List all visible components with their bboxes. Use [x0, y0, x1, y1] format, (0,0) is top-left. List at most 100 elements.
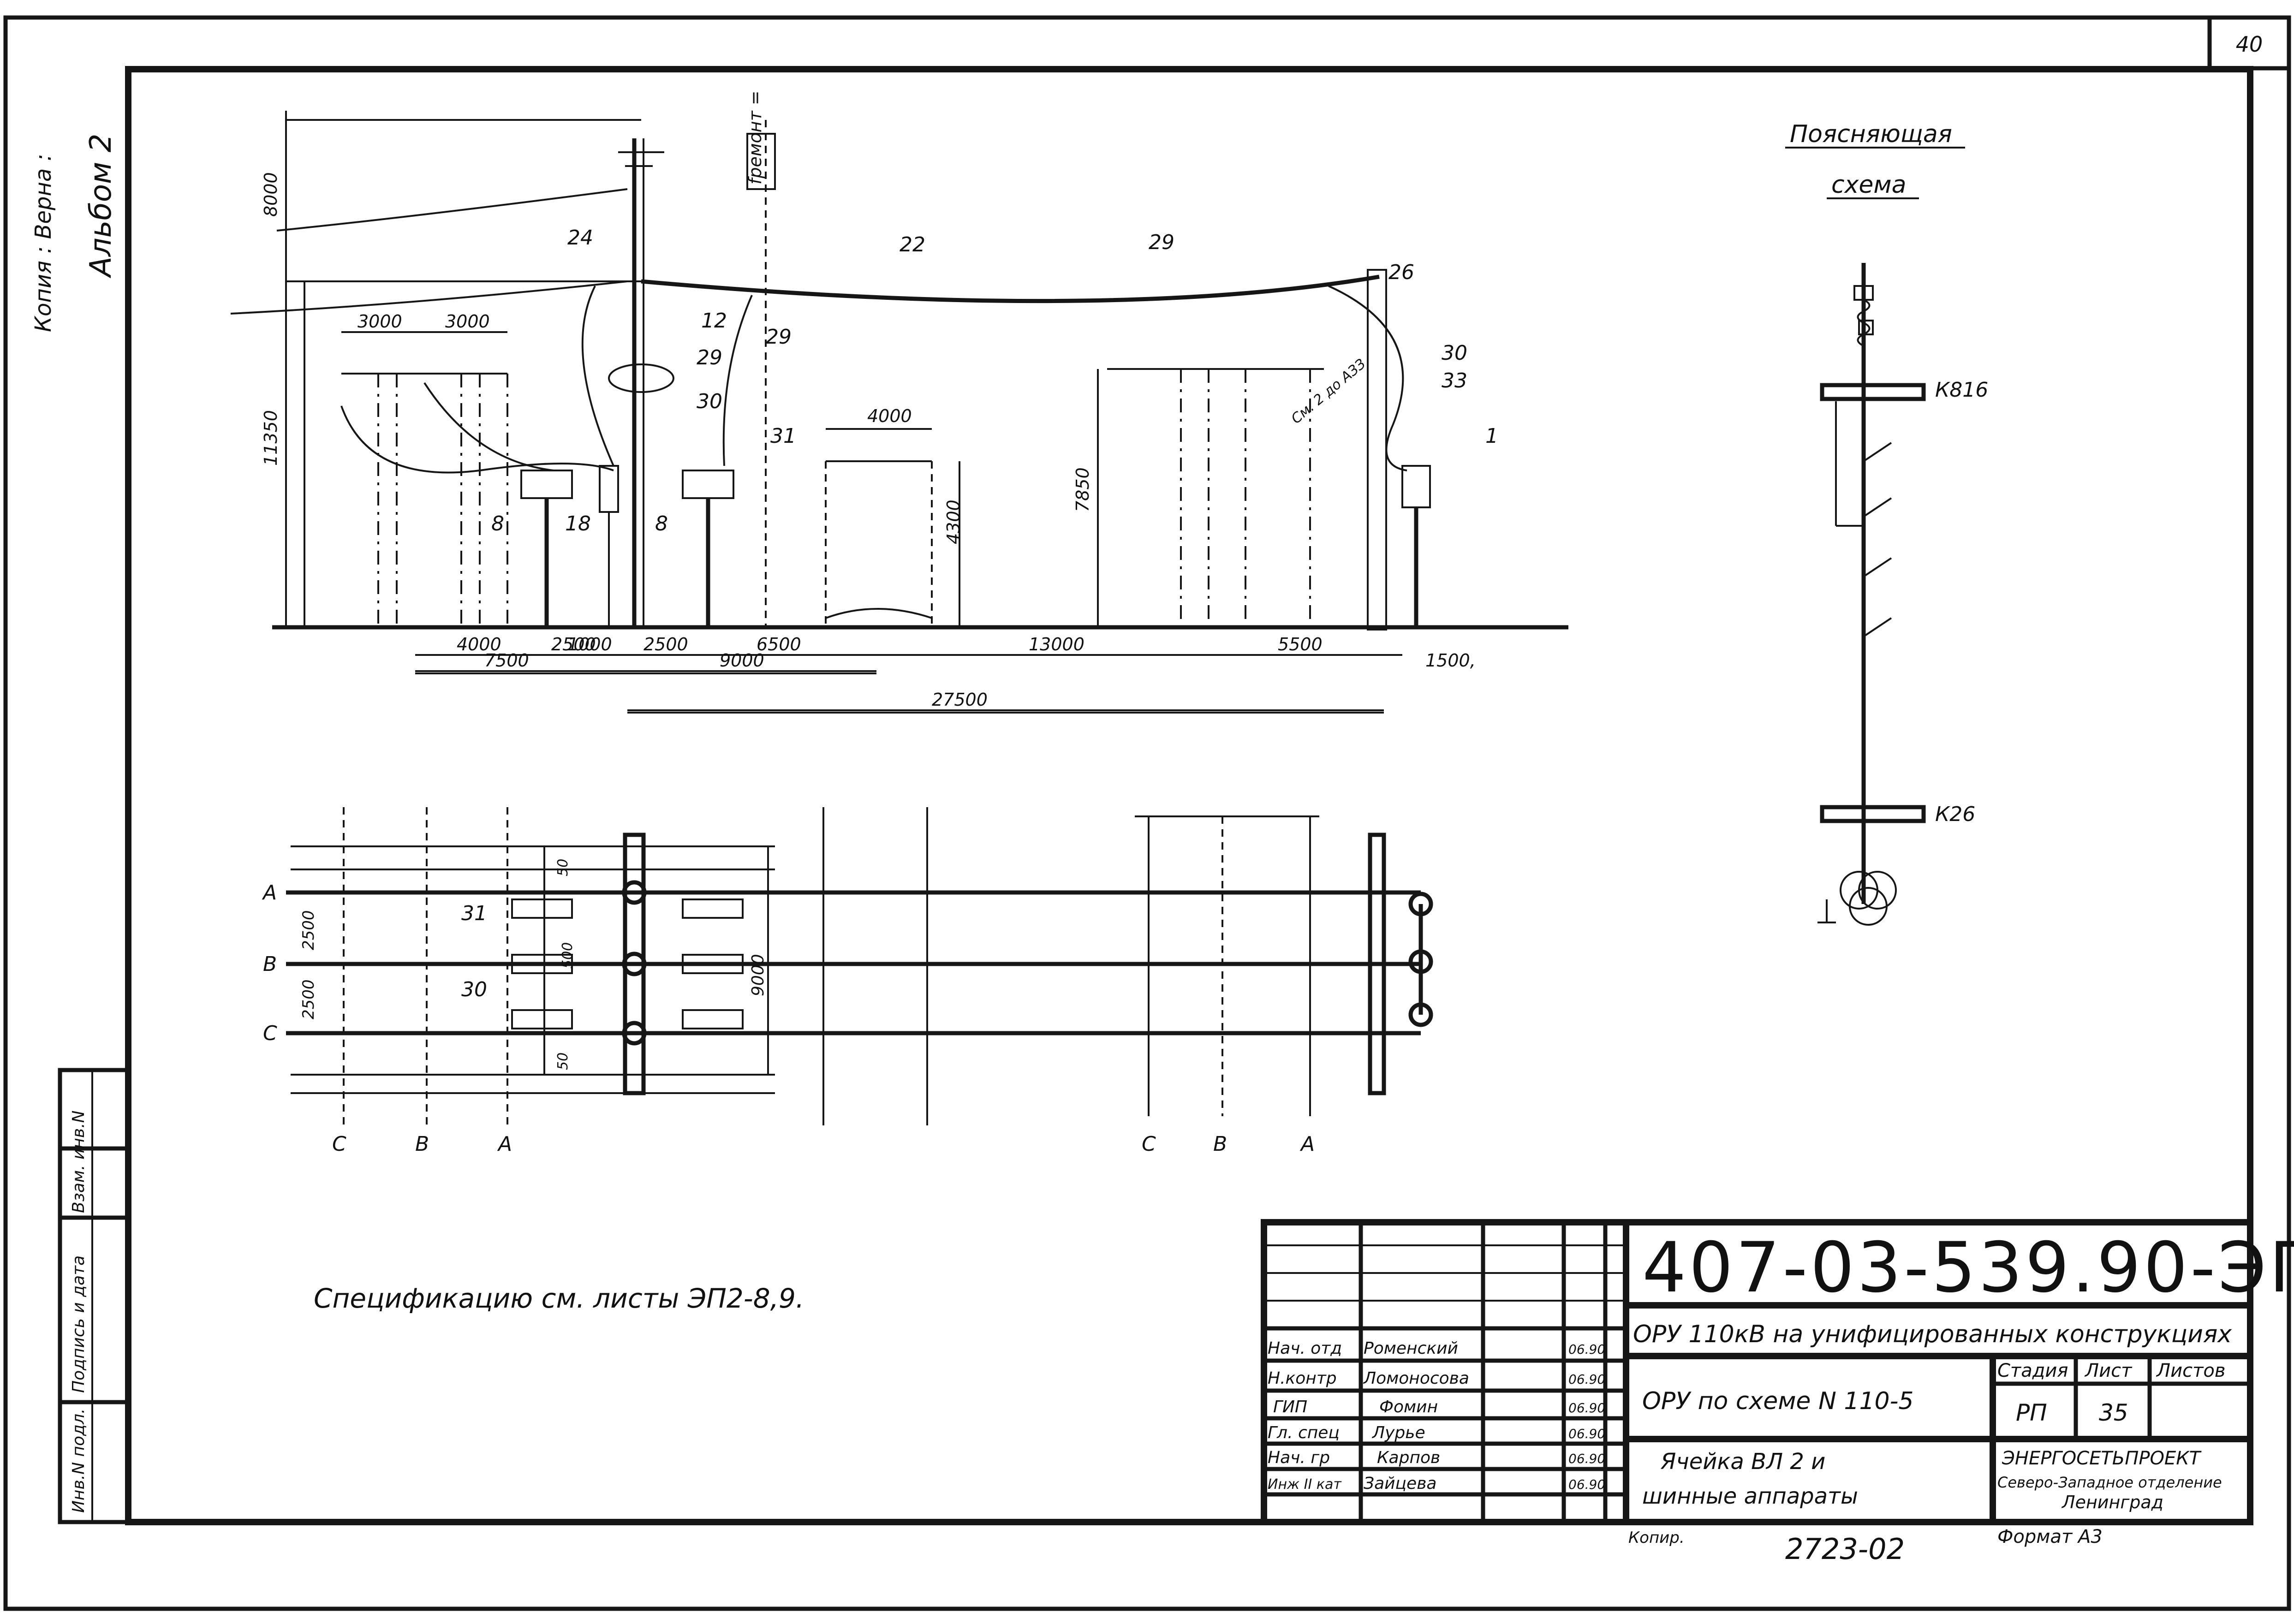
- bottom-right-c: С: [1142, 1132, 1156, 1156]
- scheme-title-1: Поясняющая: [1790, 120, 1952, 148]
- left-stamp-strip: Инв.N подл. Подпись и дата Взам. инв.N: [58, 1068, 131, 1524]
- role-0: Нач. отд: [1268, 1339, 1342, 1358]
- bus-k816: [1820, 383, 1926, 401]
- plan-dim-50a: 50: [555, 859, 571, 876]
- plan-portal-right: [1368, 833, 1386, 1095]
- phase-a-label: А: [262, 881, 277, 904]
- remont-box: [746, 133, 776, 190]
- role-2: ГИП: [1273, 1398, 1307, 1416]
- org-line-2: Северо-Западное отделение: [1997, 1474, 2222, 1491]
- sheet-header: Лист: [2084, 1360, 2133, 1381]
- org-line-3: Ленинград: [2061, 1492, 2163, 1512]
- callout-29b: 29: [766, 325, 792, 349]
- side-album-note: Альбом 2: [84, 134, 118, 279]
- phase-b-label: В: [263, 952, 277, 976]
- dim-row1-13000: 13000: [1029, 634, 1084, 654]
- date-1: 06.90: [1568, 1372, 1605, 1387]
- explanatory-scheme: [1785, 147, 1965, 926]
- callout-26: 26: [1388, 261, 1414, 284]
- title-block: [1261, 1219, 2253, 1525]
- dim-3000-b: 3000: [445, 311, 490, 332]
- role-3: Гл. спец: [1268, 1423, 1340, 1442]
- callout-1: 1: [1485, 424, 1498, 448]
- plan-callout-30: 30: [461, 978, 487, 1001]
- phase-c-label: С: [263, 1022, 277, 1045]
- bottom-left-b: В: [415, 1132, 429, 1156]
- dim-row1-6500: 6500: [757, 634, 801, 654]
- sheet-name-1: Ячейка ВЛ 2 и: [1660, 1449, 1825, 1475]
- date-2: 06.90: [1568, 1400, 1605, 1416]
- inner-frame: [125, 66, 2253, 1525]
- elevation-labels: 8000 11350 7850 4300 fремонт = См. 2 до …: [261, 90, 1498, 710]
- plan-dim-500: 500: [560, 942, 576, 969]
- sheet-name-2: шинные аппараты: [1642, 1483, 1858, 1509]
- format-label: Формат А3: [1997, 1526, 2103, 1547]
- callout-31: 31: [770, 424, 796, 448]
- dim-3000-a: 3000: [358, 311, 402, 332]
- plan-dim-2500b: 2500: [299, 979, 318, 1019]
- callout-12: 12: [701, 309, 727, 333]
- spec-note: Спецификацию см. листы ЭП2-8,9.: [314, 1283, 804, 1314]
- callout-29a: 29: [697, 346, 722, 369]
- transformer-winding-c: [1849, 887, 1888, 926]
- bottom-right-a: А: [1299, 1132, 1315, 1156]
- callout-30: 30: [697, 390, 722, 413]
- outer-border: [3, 15, 2291, 1611]
- svg-text:Инв.N подл.: Инв.N подл.: [69, 1409, 88, 1513]
- bus-k26: [1820, 805, 1926, 823]
- plan-view: [286, 807, 1433, 1125]
- plan-labels: А В С С В А С В А 2500 2500 50 50 500 90…: [262, 859, 1315, 1156]
- dim-4300: 4300: [943, 500, 964, 544]
- sheet-no: 35: [2099, 1399, 2128, 1426]
- plan-callout-31: 31: [461, 902, 487, 925]
- plan-dim-2500a: 2500: [299, 910, 318, 950]
- svg-text:Альбом 2: Альбом 2: [84, 134, 118, 279]
- bottom-left-c: С: [332, 1132, 346, 1156]
- dim-row2-1000: 1000: [567, 634, 612, 654]
- side-copy-note: Копия : Верна :: [30, 154, 56, 332]
- dim-row1-4000: 4000: [457, 634, 501, 654]
- bottom-left-a: А: [497, 1132, 512, 1156]
- name-1: Ломоносова: [1363, 1369, 1469, 1388]
- stage-value: РП: [2016, 1399, 2047, 1426]
- page-number: 40: [2236, 32, 2263, 57]
- dim-row1-2500b: 2500: [644, 634, 688, 654]
- date-0: 06.90: [1568, 1342, 1605, 1357]
- dim-row3-27500: 27500: [932, 690, 988, 710]
- side-note: См. 2 до АЗЗ: [1288, 356, 1369, 427]
- org-line-1: ЭНЕРГОСЕТЬПРОЕКТ: [2002, 1448, 2202, 1469]
- scheme-title-2: схема: [1831, 171, 1906, 199]
- inventory-number: 2723-02: [1785, 1532, 1905, 1566]
- title-block-text: 407-03-539.90-ЭП2 ОРУ 110кВ на унифициро…: [1268, 1228, 2294, 1566]
- svg-text:Взам. инв.N: Взам. инв.N: [69, 1111, 88, 1213]
- callout-29c: 29: [1149, 231, 1174, 254]
- scheme-title: ОРУ по схеме N 110-5: [1642, 1387, 1913, 1415]
- name-3: Лурье: [1371, 1423, 1425, 1442]
- role-5: Инж II кат: [1268, 1476, 1342, 1493]
- callout-8a: 8: [491, 512, 504, 535]
- span-wire-22: [641, 274, 1380, 303]
- dim-row2-1500: 1500,: [1425, 650, 1476, 671]
- dim-row1-2500a: 2500: [551, 634, 596, 654]
- svg-text:Подпись и дата: Подпись и дата: [69, 1255, 88, 1393]
- name-0: Роменский: [1364, 1339, 1458, 1358]
- date-5: 06.90: [1568, 1477, 1605, 1492]
- callout-24: 24: [567, 226, 593, 250]
- date-3: 06.90: [1568, 1426, 1605, 1441]
- sheets-header: Листов: [2156, 1360, 2225, 1381]
- callout-22: 22: [900, 233, 925, 256]
- strip-inv-label: Инв.N подл.: [69, 1409, 88, 1513]
- copied-label: Копир.: [1628, 1529, 1685, 1547]
- dim-4000-top: 4000: [867, 406, 912, 426]
- dim-7850: 7850: [1073, 467, 1093, 512]
- object-title: ОРУ 110кВ на унифицированных конструкция…: [1633, 1321, 2232, 1348]
- role-4: Нач. гр: [1268, 1448, 1330, 1467]
- strip-replace-label: Взам. инв.N: [69, 1111, 88, 1213]
- name-4: Карпов: [1377, 1448, 1440, 1467]
- bottom-right-b: В: [1213, 1132, 1227, 1156]
- page-number-box: [2207, 15, 2291, 71]
- plan-dim-50b: 50: [555, 1053, 571, 1070]
- name-2: Фомин: [1379, 1398, 1438, 1416]
- name-5: Зайцева: [1364, 1474, 1436, 1493]
